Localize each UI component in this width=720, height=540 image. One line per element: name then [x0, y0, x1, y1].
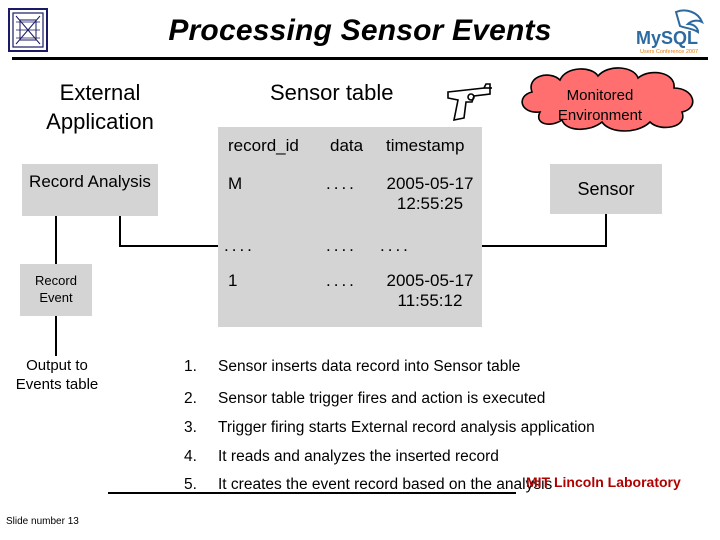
table-header-record-id: record_id: [228, 136, 299, 155]
step-text: Sensor inserts data record into Sensor t…: [218, 358, 521, 375]
table-cell-record-id: 1: [228, 271, 238, 290]
table-header-timestamp: timestamp: [386, 136, 465, 155]
table-cell-record-id: M: [228, 174, 243, 193]
record-analysis-box: Record Analysis: [22, 164, 158, 216]
step-text: Sensor table trigger fires and action is…: [218, 390, 546, 407]
table-cell-data: ....: [326, 271, 357, 290]
table-cell-data: ....: [326, 174, 357, 193]
dolphin-logo-icon: MySQL Users Conference 2007: [632, 6, 712, 61]
step-text: Trigger firing starts External record an…: [218, 419, 595, 436]
step-number: 3.: [184, 419, 197, 436]
svg-text:MySQL: MySQL: [636, 28, 698, 48]
table-cell-timestamp: 2005-05-17 11:55:12: [386, 271, 474, 310]
sensor-box: Sensor: [550, 164, 662, 214]
svg-text:Users Conference 2007: Users Conference 2007: [640, 49, 698, 55]
table-cell-data: ....: [326, 236, 357, 255]
step-number: 1.: [184, 358, 197, 375]
sensor-table: [218, 127, 482, 327]
monitored-environment-label: Monitored Environment: [557, 87, 643, 124]
step-number: 4.: [184, 448, 197, 465]
step-text: It reads and analyzes the inserted recor…: [218, 448, 499, 465]
step-text: It creates the event record based on the…: [218, 476, 553, 493]
slide-title: Processing Sensor Events: [168, 14, 552, 47]
step-number: 5.: [184, 476, 197, 493]
table-cell-timestamp: 2005-05-17 12:55:25: [386, 174, 474, 213]
footer-divider: [108, 492, 516, 494]
table-header-data: data: [330, 136, 364, 155]
analysis-table-connector: [119, 216, 218, 247]
sensor-table-title: Sensor table: [270, 80, 394, 105]
sensor-table-connector: [482, 214, 607, 247]
footer-organization: MIT Lincoln Laboratory: [526, 474, 681, 490]
external-application-label: External Application: [46, 80, 154, 134]
title-divider: [12, 57, 708, 60]
output-events-label: Output to Events table: [15, 357, 99, 393]
slide-number: Slide number 13: [6, 516, 79, 527]
revolver-icon: [444, 78, 496, 127]
table-cell-record-id: ....: [224, 236, 255, 255]
building-seal-icon: [8, 8, 48, 57]
record-event-box: Record Event: [20, 264, 92, 316]
table-cell-timestamp: ....: [380, 236, 411, 255]
step-number: 2.: [184, 390, 197, 407]
monitored-environment-cloud: [510, 62, 710, 141]
